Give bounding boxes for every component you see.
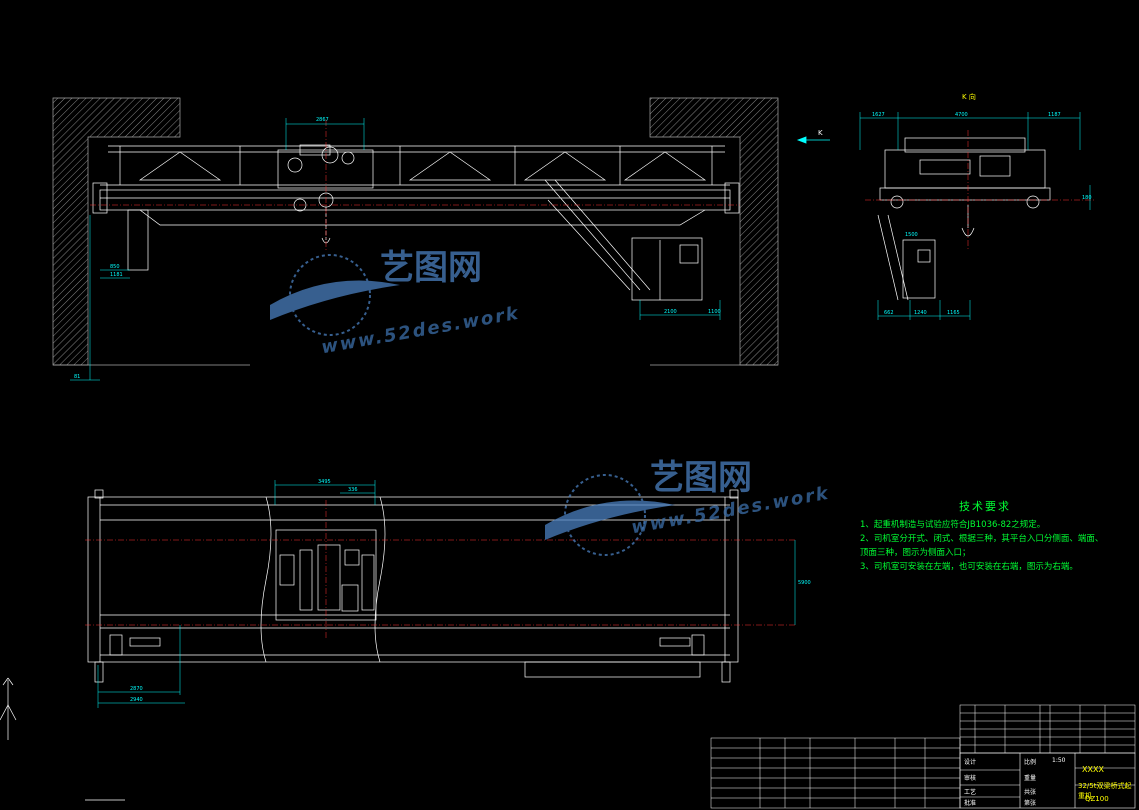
ucs-axis-icon [0, 677, 125, 801]
dim-trolley-gauge: 2867 [316, 117, 329, 123]
operator-cab [631, 237, 703, 301]
tb-label-weight: 重量 [1024, 775, 1037, 782]
dim-plan-top: 3495 [318, 479, 331, 485]
watermark-1: 艺图网 [380, 240, 482, 289]
tb-drawing-no: QZ100 [1085, 795, 1109, 803]
tb-label-sheet: 第张 [1024, 800, 1037, 807]
watermark-1-cn: 艺图网 [380, 248, 482, 288]
tb-label-approve: 批准 [964, 800, 977, 807]
dim-top-mid: 4700 [955, 112, 968, 118]
watermark-2-cn: 艺图网 [650, 458, 752, 498]
dim-plan-bl2: 2940 [130, 697, 143, 703]
plan-dimensions [97, 480, 796, 708]
left-wall-hatch [52, 97, 181, 366]
arrow-label-k: K [818, 129, 823, 137]
main-girder [99, 189, 731, 211]
tb-label-design: 设计 [964, 759, 977, 766]
plan-outline [87, 496, 739, 663]
dim-side-v1: 180 [1082, 195, 1092, 201]
dim-left-v2: 1181 [110, 272, 123, 278]
technical-requirements: 技术要求 1、起重机制造与试验应符合JB1036-82之规定。 2、司机室分开式… [860, 500, 1110, 574]
parts-list-table [959, 704, 1136, 754]
side-dimensions [859, 112, 1091, 320]
watermark-globe-1 [270, 254, 400, 336]
dim-plan-small: 336 [348, 487, 358, 493]
front-dimensions [70, 118, 721, 381]
dim-plan-bl1: 2870 [130, 686, 143, 692]
parameter-table-frame [710, 737, 961, 809]
dim-top-right: 1187 [1048, 112, 1061, 118]
dim-k-bottom-2: 1240 [914, 310, 927, 316]
tb-label-total: 共张 [1024, 789, 1037, 796]
dim-rail: 81 [74, 374, 81, 380]
title-block: XXXX 32/5t双梁桥式起重机 QZ100 设计 审核 工艺 批准 比例 重… [960, 705, 1135, 807]
right-wall-hatch [649, 97, 779, 366]
tb-scale-value: 1:50 [1052, 757, 1066, 764]
dim-k-bottom-1: 662 [884, 310, 894, 316]
railing-posts [119, 146, 713, 185]
tech-item-3: 3、司机室可安装在左端，也可安装在右端，图示为右端。 [860, 562, 1078, 572]
front-centerlines [90, 120, 740, 250]
front-elevation-view [52, 97, 779, 366]
trolley [277, 144, 374, 244]
dim-left-v: 850 [110, 264, 120, 270]
tb-label-scale: 比例 [1024, 759, 1037, 766]
tb-company: XXXX [1082, 765, 1104, 774]
dim-k-cab: 1500 [905, 232, 918, 238]
dim-cab-w1: 2100 [664, 309, 677, 315]
dim-cab-w2: 1100 [708, 309, 721, 315]
dim-k-bottom-3: 1165 [947, 310, 960, 316]
dim-plan-right: 5900 [798, 580, 811, 586]
tb-label-review: 审核 [964, 775, 977, 782]
side-view-k [877, 137, 1051, 301]
watermark-globe-2 [545, 474, 675, 556]
tb-label-process: 工艺 [964, 789, 977, 796]
view-label-k: K 向 [962, 93, 976, 101]
tech-item-2: 2、司机室分开式、闭式、根据三种，其平台入口分侧面、端面、顶面三种，图示为侧面入… [860, 534, 1104, 558]
tech-title: 技术要求 [959, 500, 1011, 513]
tech-item-1: 1、起重机制造与试验应符合JB1036-82之规定。 [860, 520, 1046, 530]
dim-top-left: 1627 [872, 112, 885, 118]
tb-drawing-name: 32/5t双梁桥式起重机 [1078, 782, 1132, 800]
watermark-2: 艺图网 [650, 450, 752, 499]
view-arrow-k [796, 136, 830, 144]
